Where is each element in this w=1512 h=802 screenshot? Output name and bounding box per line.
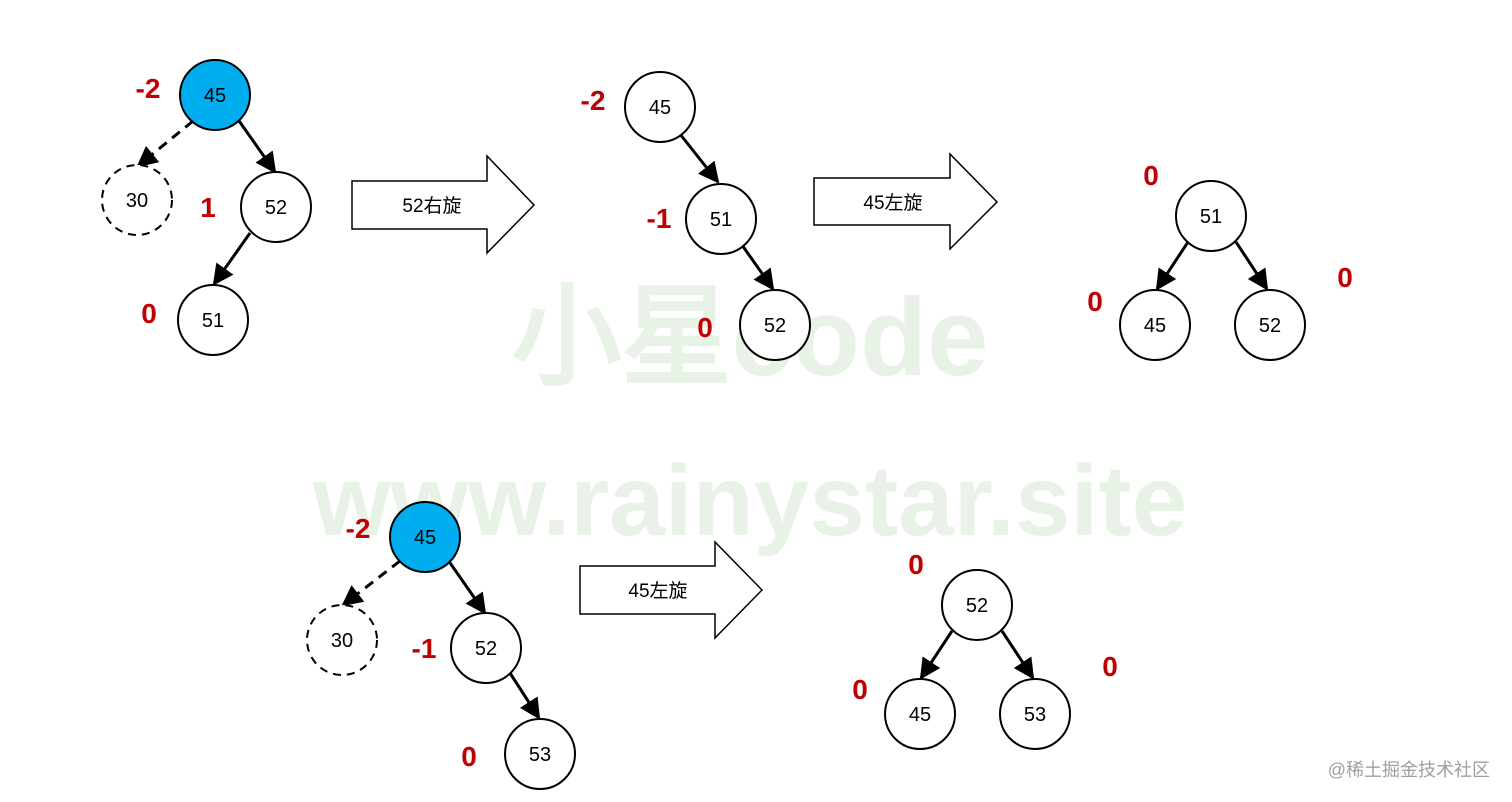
tree-node: 45 xyxy=(884,678,956,750)
balance-factor: 0 xyxy=(697,312,713,343)
tree-node: 52 xyxy=(450,612,522,684)
balance-factor: 0 xyxy=(1337,262,1353,293)
tree-node: 52 xyxy=(739,289,811,361)
tree-node: 45 xyxy=(1119,289,1191,361)
tree-node: 51 xyxy=(685,183,757,255)
node-label: 51 xyxy=(202,310,224,332)
tree-5: 52 45 53 0 0 0 xyxy=(852,549,1118,750)
tree-node-placeholder: 30 xyxy=(306,604,378,676)
tree-node: 45 xyxy=(624,71,696,143)
node-label: 52 xyxy=(966,595,988,617)
balance-factor: 0 xyxy=(1102,651,1118,682)
tree-node: 51 xyxy=(1175,180,1247,252)
tree-node: 53 xyxy=(999,678,1071,750)
edge xyxy=(1155,241,1190,291)
balance-factor: -2 xyxy=(136,73,161,104)
transition-arrow: 45左旋 xyxy=(579,540,764,640)
balance-factor: -2 xyxy=(346,513,371,544)
transition-arrow: 45左旋 xyxy=(813,152,999,251)
balance-factor: 0 xyxy=(1087,286,1103,317)
node-label: 52 xyxy=(475,638,497,660)
tree-4: 45 30 52 53 -2 -1 0 xyxy=(306,501,576,790)
balance-factor: 0 xyxy=(908,549,924,580)
tree-1: 45 30 52 51 -2 1 0 xyxy=(101,59,312,356)
edge xyxy=(740,244,775,291)
node-label: 52 xyxy=(1259,315,1281,337)
node-label: 45 xyxy=(1144,315,1166,337)
balance-factor: -1 xyxy=(647,203,672,234)
node-label: 51 xyxy=(1200,206,1222,228)
tree-node-placeholder: 30 xyxy=(101,164,173,236)
transition-label: 45左旋 xyxy=(863,192,922,214)
source-credit: @稀土掘金技术社区 xyxy=(1327,760,1490,780)
transition-label: 52右旋 xyxy=(402,195,461,217)
edge xyxy=(446,559,487,615)
node-label: 30 xyxy=(331,630,353,652)
edge xyxy=(678,133,720,184)
node-label: 45 xyxy=(649,97,671,119)
balance-factor: 0 xyxy=(852,674,868,705)
balance-factor: 0 xyxy=(141,298,157,329)
edge xyxy=(508,672,541,720)
node-label: 45 xyxy=(909,704,931,726)
edge xyxy=(1234,241,1269,291)
transition-label: 45左旋 xyxy=(628,580,687,602)
tree-3: 51 45 52 0 0 0 xyxy=(1087,160,1353,361)
tree-node: 45 xyxy=(179,59,251,131)
balance-factor: 0 xyxy=(1143,160,1159,191)
node-label: 45 xyxy=(414,527,436,549)
tree-node: 52 xyxy=(1234,289,1306,361)
balance-factor: 0 xyxy=(461,741,477,772)
transition-arrow: 52右旋 xyxy=(351,154,536,255)
tree-node: 51 xyxy=(177,284,249,356)
node-label: 53 xyxy=(1024,704,1046,726)
node-label: 51 xyxy=(710,209,732,231)
edge xyxy=(919,630,954,680)
tree-node: 52 xyxy=(240,171,312,243)
edge xyxy=(212,232,252,286)
balance-factor: -1 xyxy=(412,633,437,664)
tree-node: 53 xyxy=(504,718,576,790)
edge xyxy=(235,117,277,174)
node-label: 52 xyxy=(265,197,287,219)
edge-dashed xyxy=(136,119,194,168)
balance-factor: 1 xyxy=(200,192,216,223)
tree-node: 45 xyxy=(389,501,461,573)
edge xyxy=(1000,630,1035,680)
edge-dashed xyxy=(341,559,401,607)
node-label: 53 xyxy=(529,744,551,766)
balance-factor: -2 xyxy=(581,85,606,116)
tree-2: 45 51 52 -2 -1 0 xyxy=(581,71,811,361)
tree-node: 52 xyxy=(941,569,1013,641)
node-label: 45 xyxy=(204,85,226,107)
node-label: 30 xyxy=(126,190,148,212)
node-label: 52 xyxy=(764,315,786,337)
